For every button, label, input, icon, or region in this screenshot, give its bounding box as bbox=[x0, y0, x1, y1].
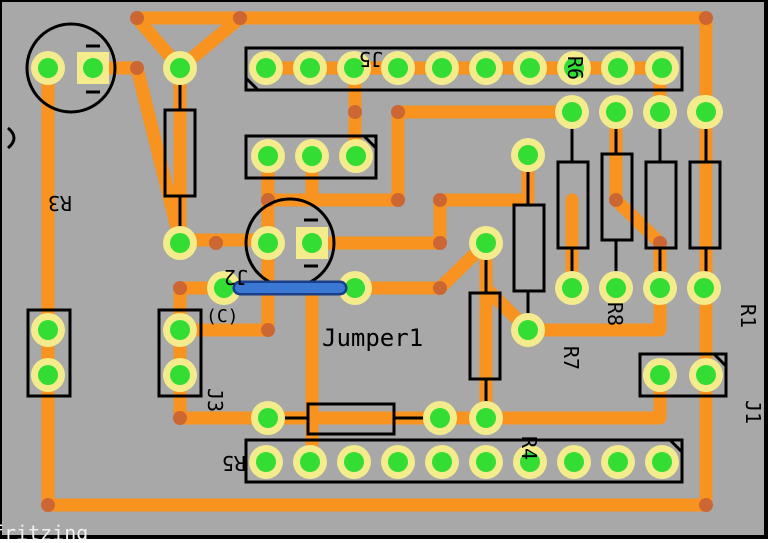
pad-10[interactable] bbox=[249, 445, 283, 479]
pad-2[interactable] bbox=[337, 51, 371, 85]
pad-8[interactable] bbox=[601, 51, 635, 85]
label-r4: R4 bbox=[517, 436, 541, 460]
pad-21[interactable] bbox=[295, 139, 329, 173]
pad-0[interactable] bbox=[249, 51, 283, 85]
pad-49[interactable] bbox=[643, 358, 677, 392]
label-c: (C) bbox=[206, 306, 239, 327]
pad-9[interactable] bbox=[645, 51, 679, 85]
pad-28[interactable] bbox=[599, 271, 633, 305]
pad-39[interactable] bbox=[469, 226, 503, 260]
pad-29[interactable] bbox=[643, 271, 677, 305]
label-jumper1: Jumper1 bbox=[322, 324, 423, 352]
pad-46[interactable] bbox=[163, 358, 197, 392]
pad-37[interactable] bbox=[511, 138, 545, 172]
pad-35[interactable] bbox=[251, 226, 285, 260]
label-j2: J2 bbox=[224, 265, 248, 289]
pad-4[interactable] bbox=[425, 51, 459, 85]
pad-50[interactable] bbox=[689, 358, 723, 392]
pad-20[interactable] bbox=[251, 139, 285, 173]
pad-34[interactable] bbox=[163, 226, 197, 260]
pad-15[interactable] bbox=[469, 445, 503, 479]
label-j1: J1 bbox=[741, 400, 765, 424]
pad-44[interactable] bbox=[31, 358, 65, 392]
pad-47[interactable] bbox=[251, 401, 285, 435]
pad-17[interactable] bbox=[557, 445, 591, 479]
pads bbox=[31, 51, 723, 479]
silkscreen-labels: J5 R6 R3 J2 (C) Jumper1 R8 R7 R1 J3 R5 R… bbox=[0, 47, 765, 543]
pad-42[interactable] bbox=[338, 271, 372, 305]
pad-40[interactable] bbox=[469, 401, 503, 435]
pad-6[interactable] bbox=[513, 51, 547, 85]
pad-22[interactable] bbox=[339, 139, 373, 173]
pad-16[interactable] bbox=[513, 445, 547, 479]
pad-5[interactable] bbox=[469, 51, 503, 85]
pad-14[interactable] bbox=[425, 445, 459, 479]
pad-41[interactable] bbox=[207, 271, 241, 305]
pad-48[interactable] bbox=[423, 401, 457, 435]
pad-13[interactable] bbox=[381, 445, 415, 479]
pad-45[interactable] bbox=[163, 313, 197, 347]
pad-18[interactable] bbox=[601, 445, 635, 479]
label-r1: R1 bbox=[736, 304, 760, 328]
label-watermark: fritzing bbox=[0, 521, 88, 539]
label-r8: R8 bbox=[603, 302, 627, 326]
label-r5: R5 bbox=[222, 451, 246, 475]
pad-1[interactable] bbox=[293, 51, 327, 85]
pad-11[interactable] bbox=[293, 445, 327, 479]
pad-31[interactable] bbox=[31, 51, 65, 85]
pad-27[interactable] bbox=[555, 271, 589, 305]
pad-43[interactable] bbox=[31, 313, 65, 347]
pad-3[interactable] bbox=[381, 51, 415, 85]
label-r6: R6 bbox=[563, 56, 587, 80]
pad-24[interactable] bbox=[599, 95, 633, 129]
pad-19[interactable] bbox=[645, 445, 679, 479]
pad-23[interactable] bbox=[555, 95, 589, 129]
pad-33[interactable] bbox=[163, 51, 197, 85]
label-r3: R3 bbox=[48, 191, 72, 215]
pad-25[interactable] bbox=[643, 95, 677, 129]
vias bbox=[41, 11, 713, 512]
pad-36[interactable] bbox=[296, 227, 328, 259]
label-j3: J3 bbox=[203, 388, 227, 412]
pad-12[interactable] bbox=[337, 445, 371, 479]
pad-30[interactable] bbox=[687, 271, 721, 305]
label-r7: R7 bbox=[559, 346, 583, 370]
label-j5: J5 bbox=[359, 47, 383, 71]
pad-38[interactable] bbox=[511, 313, 545, 347]
pad-32[interactable] bbox=[77, 52, 109, 84]
pad-7[interactable] bbox=[557, 51, 591, 85]
pad-51[interactable] bbox=[689, 95, 723, 129]
